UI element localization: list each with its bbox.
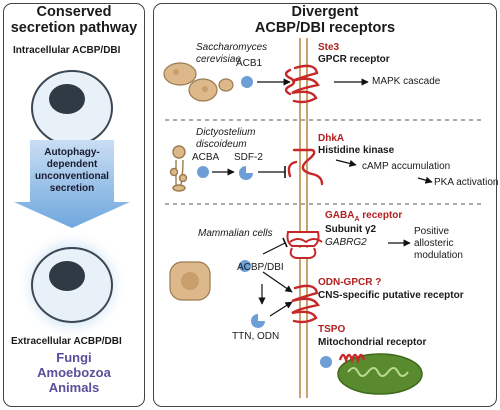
camp-accumulation-label: cAMP accumulation (362, 161, 451, 172)
dictyostelium-icon (169, 145, 188, 192)
ste3-gpcr-receptor-icon (284, 64, 320, 104)
organism-amoebozoa: Amoebozoa (37, 365, 111, 380)
extracellular-label: Extracellular ACBP/DBI (11, 336, 122, 347)
yeast-ligand-label: ACB1 (236, 58, 263, 69)
odn-gpcr-arrow (269, 301, 293, 317)
mitochondrion-icon (337, 353, 423, 395)
organism-animals: Animals (48, 380, 100, 395)
camp-arrow (335, 159, 357, 167)
yeast-species-line2: cerevisiae (196, 54, 242, 65)
dicty-species-line2: discoideum (196, 139, 247, 150)
plasma-membrane (299, 38, 308, 398)
gabaa-receptor-label: GABAA receptor (325, 210, 402, 223)
pka-arrow (417, 176, 433, 184)
mammalian-cells-label: Mammalian cells (198, 228, 273, 239)
acbp-dbi-label: ACBP/DBI (237, 262, 284, 273)
acba-ligand-icon (197, 166, 209, 178)
yeast-cells-icon (163, 62, 234, 102)
acbp-dbi-ligand-icon (239, 260, 251, 272)
intracellular-cell (31, 70, 113, 146)
gabrg2-label: GABRG2 (325, 237, 367, 248)
gabaa-receptor-icon (286, 231, 323, 259)
cns-receptor-label: CNS-specific putative receptor (318, 290, 464, 301)
tspo-receptor-icon (338, 353, 366, 365)
acb1-ligand-icon (241, 76, 253, 88)
extracellular-cell (17, 230, 127, 340)
mammalian-cell-icon (169, 261, 211, 301)
dicty-species-line1: Dictyostelium (196, 127, 256, 138)
intracellular-label: Intracellular ACBP/DBI (13, 45, 121, 56)
arrow-text-line2: dependent (46, 159, 98, 170)
gpcr-receptor-label: GPCR receptor (318, 54, 390, 65)
gabaa-subscript: A (354, 216, 360, 223)
acba-label: ACBA (192, 152, 220, 163)
odn-gpcr-label: ODN-GPCR ? (318, 277, 382, 288)
tspo-label: TSPO (318, 324, 346, 335)
tspo-ligand-icon (320, 356, 332, 368)
sdf2-label: SDF-2 (234, 152, 263, 163)
mapk-cascade-label: MAPK cascade (372, 76, 441, 87)
acbp-odn-gpcr-arrow (262, 271, 293, 293)
yeast-species-line1: Saccharomyces (196, 42, 268, 53)
ttn-odn-peptide-icon (251, 314, 265, 328)
arrow-text-line1: Autophagy- (44, 147, 100, 158)
pka-activation-label: PKA activation (434, 177, 499, 188)
arrow-text-line4: secretion (49, 183, 95, 194)
modulation-line1: Positive (414, 226, 450, 237)
acbp-gaba-inhibit-bar (282, 237, 288, 248)
secretion-down-arrow (14, 140, 130, 228)
histidine-kinase-label: Histidine kinase (318, 145, 395, 156)
modulation-line2: allosteric (414, 238, 454, 249)
subunit-gamma2-label: Subunit γ2 (325, 224, 377, 235)
right-title-line1: Divergent (291, 4, 359, 20)
modulation-line3: modulation (414, 250, 463, 261)
arrow-text-line3: unconventional (35, 171, 109, 182)
ste3-label: Ste3 (318, 42, 340, 53)
right-panel (153, 3, 497, 407)
right-title-line2: ACBP/DBI receptors (254, 20, 396, 36)
gabaa-suffix: receptor (359, 210, 403, 221)
ttn-odn-label: TTN, ODN (232, 331, 280, 342)
organism-fungi: Fungi (56, 350, 92, 365)
gabaa-name: GABA (325, 210, 355, 221)
sdf2-peptide-icon (239, 166, 253, 180)
dhka-label: DhkA (318, 133, 345, 144)
left-title-line1: Conserved (36, 4, 112, 20)
left-title-line2: secretion pathway (10, 20, 138, 36)
acbp-gaba-inhibit-line (262, 242, 286, 255)
dhka-histidine-kinase-icon (287, 148, 324, 186)
mitochondrial-receptor-label: Mitochondrial receptor (318, 337, 427, 348)
odn-gpcr-receptor-icon (291, 284, 320, 324)
